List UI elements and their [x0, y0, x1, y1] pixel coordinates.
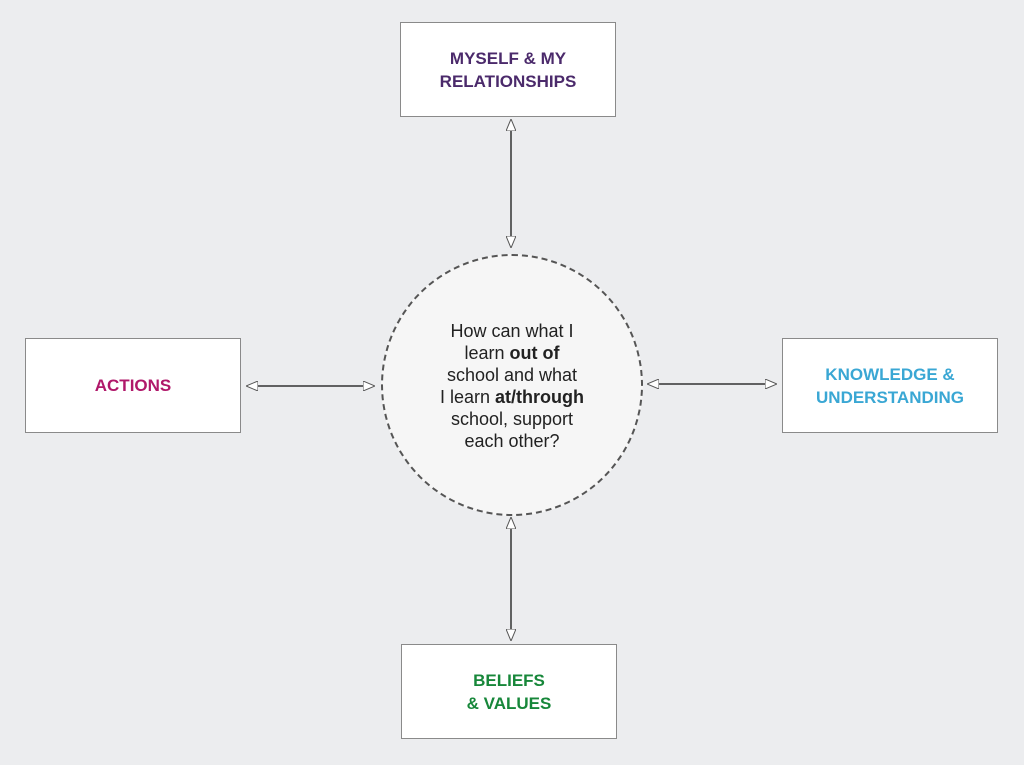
question-line: each other? — [464, 431, 560, 451]
node-label: KNOWLEDGE & UNDERSTANDING — [816, 363, 964, 409]
question-line: How can what I — [450, 321, 574, 341]
node-label-line: UNDERSTANDING — [816, 387, 964, 407]
node-label-line: RELATIONSHIPS — [439, 71, 577, 91]
node-label-line: ACTIONS — [94, 376, 172, 395]
question-emphasis-at-through: at/through — [495, 387, 584, 407]
question-line: school and what — [446, 365, 578, 385]
central-question-circle: How can what I learn out of school and w… — [381, 254, 643, 516]
node-label-line: BELIEFS — [473, 670, 545, 690]
node-label: BELIEFS & VALUES — [467, 669, 552, 715]
node-myself-relationships: MYSELF & MY RELATIONSHIPS — [400, 22, 616, 117]
question-line: learn out of — [417, 342, 607, 364]
node-label-line: KNOWLEDGE & — [825, 364, 955, 384]
node-label: ACTIONS — [95, 374, 172, 397]
node-label-line: & VALUES — [466, 693, 552, 713]
question-line: I learn at/through — [417, 386, 607, 408]
node-beliefs-values: BELIEFS & VALUES — [401, 644, 617, 739]
question-line: school, support — [450, 409, 574, 429]
node-knowledge-understanding: KNOWLEDGE & UNDERSTANDING — [782, 338, 998, 433]
question-emphasis-out-of: out of — [509, 343, 560, 363]
central-question: How can what I learn out of school and w… — [417, 320, 607, 452]
node-label: MYSELF & MY RELATIONSHIPS — [440, 47, 577, 93]
question-text: learn — [464, 343, 510, 363]
node-label-line: MYSELF & MY — [449, 48, 567, 68]
question-text: I learn — [439, 387, 496, 407]
node-actions: ACTIONS — [25, 338, 241, 433]
